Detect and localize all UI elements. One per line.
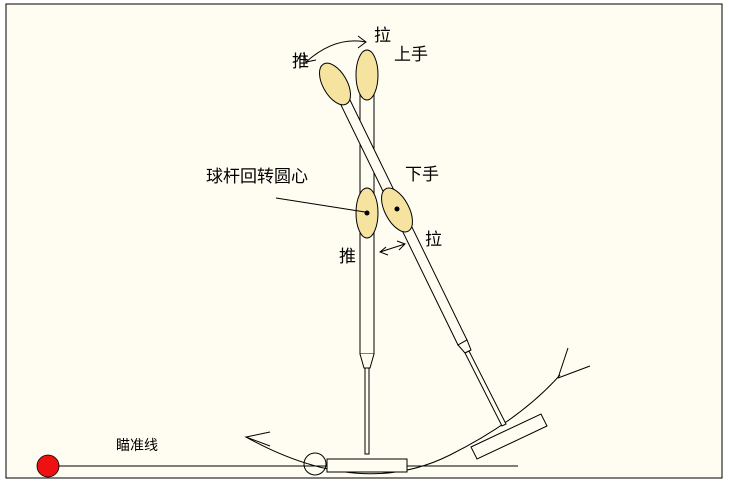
label-push-bottom: 推	[339, 247, 356, 267]
label-upper-hand: 上手	[394, 45, 428, 65]
golf-ball	[36, 454, 60, 478]
lower-hand-dot	[394, 206, 400, 212]
impact-ball-outline	[303, 452, 327, 476]
label-lower-hand: 下手	[405, 165, 439, 185]
upper-hand-grip-tilted	[319, 62, 351, 106]
pivot-leader-line	[275, 197, 366, 213]
top-push-pull-arrow	[305, 40, 367, 63]
club-tilted-taper	[457, 339, 472, 354]
bottom-arrowhead-right	[396, 240, 406, 251]
label-pivot: 球杆回转圆心	[206, 167, 308, 187]
club-vertical-shaft	[364, 367, 370, 455]
label-aim-line: 瞄准线	[116, 438, 158, 454]
bottom-arrowhead-left	[379, 246, 389, 256]
label-pull-bottom: 拉	[425, 230, 442, 250]
label-pull-top: 拉	[374, 26, 391, 46]
club-tilted-shaft	[464, 350, 507, 427]
club-vertical-head	[326, 458, 408, 473]
top-arrowhead-left	[303, 51, 317, 63]
upper-hand-grip-vertical	[355, 49, 379, 101]
top-arrowhead-right	[357, 35, 367, 49]
label-push-top: 推	[292, 52, 309, 72]
arc-end-tick	[557, 347, 591, 379]
swing-arc	[245, 374, 561, 475]
bottom-push-pull-arrow	[379, 243, 406, 253]
pivot-dot	[364, 210, 370, 216]
swing-arc-arrowhead	[244, 431, 271, 447]
club-tilted-head	[470, 413, 548, 460]
